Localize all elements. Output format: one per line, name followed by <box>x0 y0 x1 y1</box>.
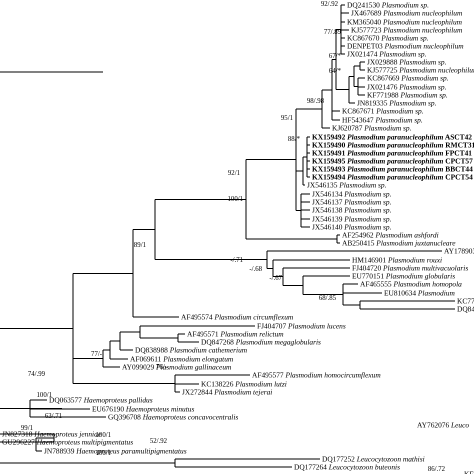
support-value: 92/1 <box>228 170 240 177</box>
taxon-label: KJ620787 Plasmodium sp. <box>332 124 412 133</box>
support-value: 100/1 <box>228 196 243 203</box>
taxon-label: KC867670 Plasmodium sp. <box>347 34 429 43</box>
taxon-label: DQ847271 Plas <box>457 305 474 314</box>
taxon-label: AF495571 Plasmodium relictum <box>187 330 284 339</box>
taxon-label: FJ404707 Plasmodium lucens <box>257 322 346 331</box>
taxon-label: HM146901 Plasmodium rouxi <box>352 256 442 265</box>
taxon-label: HF543647 Plasmodium sp. <box>342 116 423 125</box>
support-value: 74/.99 <box>28 371 46 378</box>
taxon-label: FJ404720 Plasmodium multivacuolaris <box>352 264 468 273</box>
support-value: 52/.92 <box>150 438 168 445</box>
taxon-label: DQ847268 Plasmodium megaglobularis <box>201 338 321 347</box>
taxon-label: JX546134 Plasmodium sp. <box>312 190 392 199</box>
taxon-label: DENPET03 Plasmodium nucleophilum <box>347 42 464 51</box>
taxon-label: JX021476 Plasmodium sp. <box>367 83 447 92</box>
support-value: 92/.92 <box>321 1 339 8</box>
taxon-label: JX021474 Plasmodium sp. <box>347 50 427 59</box>
support-values: 92/.92 77/.89 67/* 64/* 98/.98 95/1 88/* 92/1 10… <box>21 1 446 473</box>
taxon-label: JX546140 Plasmodium sp. <box>312 223 392 232</box>
taxon-label: DQ241530 Plasmodium sp. <box>347 1 429 10</box>
taxon-label: DQ177264 Leucocytozoon buteonis <box>294 463 400 472</box>
taxon-label: EU810634 Plasmodium <box>384 289 455 298</box>
taxon-label: JN788939 Haemoproteus paramultipigmentat… <box>44 447 187 456</box>
taxon-label: KJ577725 Plasmodium nucleophilum <box>367 66 474 75</box>
taxon-label: KC771248 Plas <box>457 297 474 306</box>
support-value: 63/.71 <box>45 413 62 420</box>
taxon-label: KF479480 <box>464 470 474 474</box>
taxon-label: JX546138 Plasmodium sp. <box>312 206 392 215</box>
taxon-label: JN827318 Haemoproteus jenniae <box>2 430 102 439</box>
support-value: -/.67 <box>269 275 282 282</box>
taxon-label: KX159495 Plasmodium paranucleophilum CPC… <box>312 157 473 166</box>
support-value: 77/- <box>91 351 103 358</box>
taxon-label: KC867671 Plasmodium sp. <box>342 107 424 116</box>
support-value: -/.71 <box>230 257 243 264</box>
taxon-label: JN819335 Plasmodium sp. <box>357 99 437 108</box>
support-value: 77/.89 <box>324 29 342 36</box>
taxon-label: AF254962 Plasmodium ashfordi <box>342 231 439 240</box>
support-value: 100/1 <box>37 392 52 399</box>
taxon-label: AF465555 Plasmodium homopola <box>360 280 462 289</box>
taxon-label: JX546139 Plasmodium sp. <box>312 215 392 224</box>
support-value: -/.68 <box>249 266 262 273</box>
taxon-label: KM365040 Plasmodium nucleophilum <box>347 18 463 27</box>
taxon-label: KX159491 Plasmodium paranucleophilum FPC… <box>312 149 472 158</box>
support-value: 67/* <box>329 53 342 60</box>
taxon-label: KC138226 Plasmodium lutzi <box>201 380 287 389</box>
support-value: 100/1 <box>96 450 111 457</box>
taxon-label: KF771988 Plasmodium sp. <box>367 91 448 100</box>
taxon-label: AY178903 <box>444 247 474 256</box>
taxon-label: GQ396708 Haemoproteus concavocentralis <box>108 413 238 422</box>
taxon-label: JX272844 Plasmodium tejerai <box>182 388 272 397</box>
taxon-label: AF495577 Plasmodium homocircumflexum <box>252 371 381 380</box>
tree-branches <box>0 4 455 468</box>
taxon-label: AB250415 Plasmodium juxtanucleare <box>342 239 456 248</box>
support-value: 99/1 <box>21 425 33 432</box>
taxon-label: AF495574 Plasmodium circumflexum <box>181 313 294 322</box>
taxon-label: AY099029 Plasmodium gallinaceum <box>122 363 232 372</box>
support-value: 64/* <box>329 68 342 75</box>
support-value: 95/1 <box>281 115 293 122</box>
support-value: 100/1 <box>96 432 111 439</box>
taxon-label: KJ577723 Plasmodium nucleophilum <box>351 26 463 35</box>
taxon-label: KX159492 Plasmodium paranucleophilum ASC… <box>312 133 472 142</box>
support-value: 98/.98 <box>307 98 325 105</box>
support-value: 68/.85 <box>319 295 337 302</box>
taxon-label: AY762076 Leuco <box>417 421 469 430</box>
taxon-label: DQ838988 Plasmodium cathemerium <box>135 346 248 355</box>
taxon-label: AF069611 Plasmodium elongatum <box>130 355 234 364</box>
taxon-label: JX029888 Plasmodium sp. <box>367 58 447 67</box>
taxon-label: KX159490 Plasmodium paranucleophilum RMC… <box>312 141 474 150</box>
taxon-label: KX159494 Plasmodium paranucleophilum CPC… <box>312 173 473 182</box>
support-value: 89/1 <box>134 242 146 249</box>
taxon-label: DQ177252 Leucocytozoon mathisi <box>322 455 425 464</box>
taxon-label: JX546135 Plasmodium sp. <box>307 181 387 190</box>
taxon-label: JX546137 Plasmodium sp. <box>312 198 392 207</box>
taxon-label: KC867669 Plasmodium sp. <box>367 74 449 83</box>
support-value: 88/* <box>288 136 301 143</box>
taxon-label: KX159493 Plasmodium paranucleophilum BBC… <box>312 165 473 174</box>
taxon-label: EU770151 Plasmodium globularis <box>352 272 455 281</box>
support-value: 86/.72 <box>428 466 446 473</box>
taxon-label: EU676190 Haemoproteus minutus <box>92 405 195 414</box>
taxon-label: GU296227 Haemoproteus multipigmentatus <box>2 438 133 447</box>
support-value: 76/- <box>156 364 168 371</box>
taxon-label: DQ063577 Haemoproteus pallidus <box>49 396 153 405</box>
taxon-label: JX467689 Plasmodium nucleophilum <box>351 9 463 18</box>
